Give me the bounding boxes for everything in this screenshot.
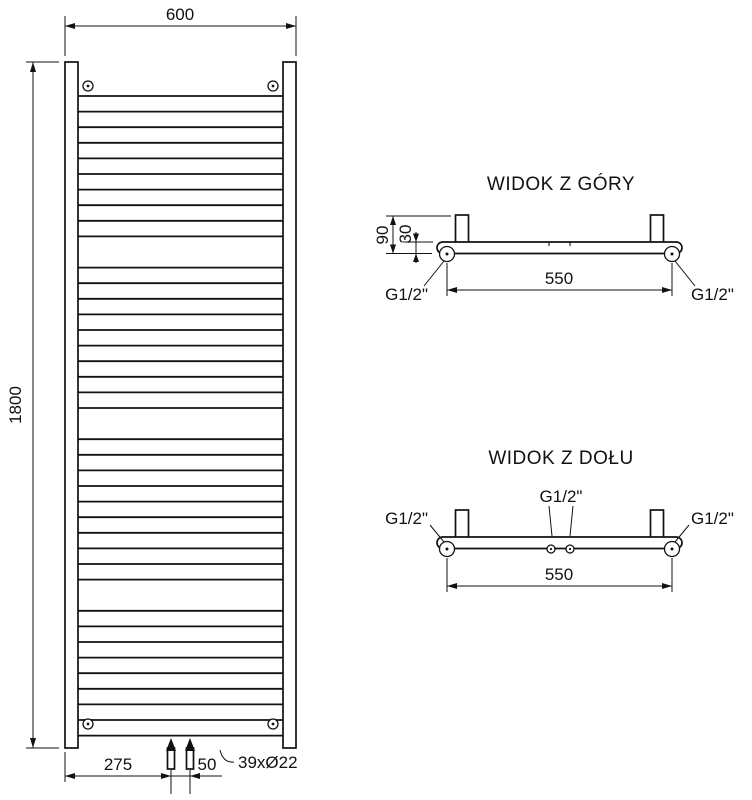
bottom-connection-pipes xyxy=(166,738,195,770)
width-dimension: 600 xyxy=(64,5,297,56)
leader-line xyxy=(674,260,696,287)
top-span-value: 550 xyxy=(545,269,573,288)
leader-line xyxy=(548,505,553,537)
arrowhead-icon xyxy=(447,287,457,293)
arrowhead-icon xyxy=(30,62,36,72)
arrowhead-icon xyxy=(390,244,396,254)
top-span-dimension: 550 xyxy=(446,263,673,296)
top-conn-left-value: G1/2" xyxy=(385,285,428,304)
width-value: 600 xyxy=(166,5,194,24)
bottom-view-body xyxy=(436,509,683,558)
bottom-dimensions: 275 50 xyxy=(64,752,222,794)
bottom-span-dimension: 550 xyxy=(446,558,673,592)
height-dimension: 1800 xyxy=(6,61,59,749)
tube-dimension: 30 xyxy=(396,225,433,263)
leader-line xyxy=(674,524,690,543)
profile-tube xyxy=(436,241,683,255)
top-view-title: WIDOK Z GÓRY xyxy=(487,173,635,195)
bottom-view-title: WIDOK Z DOŁU xyxy=(488,448,633,469)
arrowhead-icon xyxy=(413,253,419,262)
bottom-right-connection-label: G1/2" xyxy=(674,509,734,543)
profile-tube xyxy=(436,536,683,550)
right-bracket xyxy=(649,509,665,539)
bottom-conn-right-value: G1/2" xyxy=(691,509,734,528)
bottom-view: WIDOK Z DOŁU G1/2" G1/2" G1/2" xyxy=(385,448,734,592)
spacing-value: 50 xyxy=(198,755,217,774)
tube-value: 30 xyxy=(396,225,415,244)
top-view: WIDOK Z GÓRY 90 30 xyxy=(373,173,734,304)
rung-group xyxy=(78,95,283,737)
arrowhead-icon xyxy=(161,773,171,779)
bottom-conn-center-value: G1/2" xyxy=(540,487,583,506)
rungs-label: 39xØ22 xyxy=(238,753,298,772)
height-value: 1800 xyxy=(6,386,25,424)
flow-arrow-icon xyxy=(185,738,195,751)
leader-line xyxy=(219,749,235,763)
pipe-left xyxy=(166,747,176,770)
left-collector-tube xyxy=(64,61,79,749)
arrowhead-icon xyxy=(662,583,672,589)
arrowhead-icon xyxy=(65,773,75,779)
flow-arrow-icon xyxy=(166,738,176,751)
leader-line xyxy=(429,524,445,543)
depth-dimension: 90 xyxy=(373,215,451,254)
right-bracket xyxy=(649,214,665,244)
bottom-left-connection-label: G1/2" xyxy=(385,509,445,543)
left-bracket xyxy=(454,509,470,539)
leader-line xyxy=(569,505,574,537)
top-view-body xyxy=(436,214,683,263)
left-bracket xyxy=(454,214,470,244)
arrowhead-icon xyxy=(30,738,36,748)
top-left-connection-label: G1/2" xyxy=(385,260,445,304)
mounting-points xyxy=(82,80,279,730)
right-collector-tube xyxy=(282,61,297,749)
arrowhead-icon xyxy=(447,583,457,589)
arrowhead-icon xyxy=(390,216,396,225)
arrowhead-icon xyxy=(662,287,672,293)
arrowhead-icon xyxy=(286,23,296,29)
depth-value: 90 xyxy=(373,226,392,245)
rungs-callout: 39xØ22 xyxy=(219,749,298,772)
top-conn-right-value: G1/2" xyxy=(691,285,734,304)
pipe-right xyxy=(185,747,195,770)
top-right-connection-label: G1/2" xyxy=(674,260,734,304)
bottom-span-value: 550 xyxy=(545,565,573,584)
bottom-conn-left-value: G1/2" xyxy=(385,509,428,528)
arrowhead-icon xyxy=(65,23,75,29)
front-view xyxy=(64,61,297,770)
arrowhead-icon xyxy=(413,233,419,242)
arrowhead-icon xyxy=(190,773,200,779)
leader-line xyxy=(423,260,445,287)
offset-value: 275 xyxy=(104,755,132,774)
bottom-center-connection-label: G1/2" xyxy=(540,487,583,537)
